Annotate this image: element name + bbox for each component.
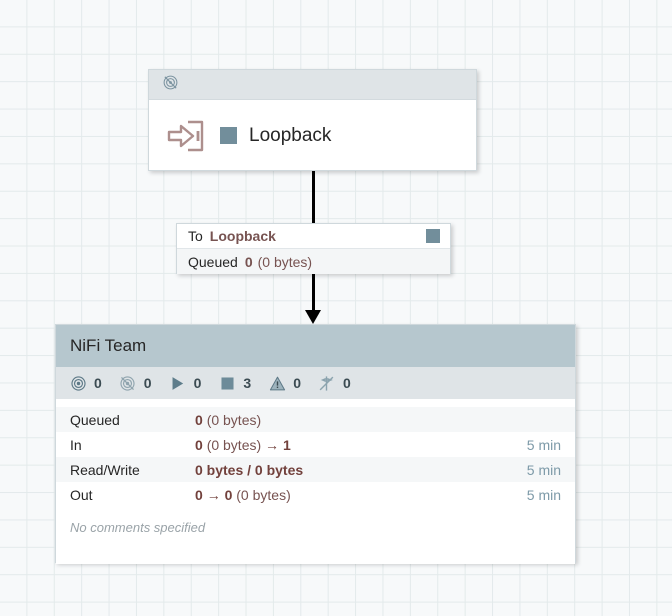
process-group-comments: No comments specified [70,520,206,535]
row-label-queued: Queued [70,411,120,428]
row-value-out-count: 0 [195,486,203,503]
row-value-out-size: (0 bytes) [236,486,291,503]
row-value-queued: 0 (0 bytes) [195,412,561,428]
row-label-out: Out [70,486,93,503]
row-value-read-write-bytes: 0 bytes / 0 bytes [195,461,304,478]
row-value-out-count2: 0 [224,486,233,503]
row-time-read-write: 5 min [526,461,561,478]
connection-queued-size: (0 bytes) [257,253,313,270]
row-value-in-size: (0 bytes) [206,436,262,453]
not-transmitting-icon [119,374,137,392]
connection-queued-label: Queued [188,253,238,270]
stat-transmitting[interactable]: 0 [69,374,102,392]
row-value-queued-size: (0 bytes) [206,411,262,428]
connection-to-label: To [188,228,203,244]
row-value-in-arrow: → [265,436,280,453]
stopped-square-icon [220,127,237,144]
connection-destination-name: Loopback [209,228,276,244]
connection-queued-count: 0 [244,253,253,270]
row-label-read-write: Read/Write [70,461,140,478]
process-group-header: NiFi Team [56,325,575,367]
table-row: Queued 0 (0 bytes) [56,407,575,432]
process-group-nifi-team[interactable]: NiFi Team 0 [55,324,576,564]
stat-stopped-count: 3 [243,375,252,391]
running-play-icon [169,374,187,392]
table-row: Read/Write 0 bytes / 0 bytes 5 min [56,457,575,482]
stat-stopped[interactable]: 3 [218,374,251,392]
disabled-icon [318,374,336,392]
row-value-in-count2: 1 [282,436,291,453]
input-port-icon [161,115,209,157]
connection-queued-row: Queued 0 (0 bytes) [177,249,450,274]
connection-line-lower[interactable] [312,254,315,312]
stopped-square-icon [426,229,440,243]
input-port-loopback[interactable]: Loopback [148,69,477,171]
row-value-in: 0 (0 bytes) → 1 [195,437,527,453]
row-value-out: 0 → 0 (0 bytes) [195,487,527,503]
stat-not-transmitting[interactable]: 0 [119,374,152,392]
connection-destination-row: To Loopback [177,224,450,249]
connection-label[interactable]: To Loopback Queued 0 (0 bytes) [176,223,451,274]
stat-running-count: 0 [193,375,202,391]
stat-disabled-count: 0 [342,375,351,391]
not-transmitting-icon[interactable] [162,74,179,96]
stat-invalid-count: 0 [293,375,301,391]
row-time-in: 5 min [526,436,561,453]
connection-line-upper[interactable] [312,171,315,223]
transmitting-icon [69,374,87,392]
invalid-warning-icon [268,374,286,392]
row-value-in-count: 0 [195,436,203,453]
process-group-status-bar: 0 0 [56,367,575,399]
table-row: Out 0 → 0 (0 bytes) 5 min [56,482,575,507]
input-port-header [149,70,476,100]
stat-transmitting-count: 0 [94,375,102,391]
input-port-body: Loopback [149,100,476,171]
connection-arrowhead-icon [305,310,321,324]
row-value-queued-count: 0 [195,411,203,428]
stat-not-transmitting-count: 0 [143,375,152,391]
stat-disabled[interactable]: 0 [318,374,351,392]
row-value-read-write: 0 bytes / 0 bytes [195,462,527,478]
table-row: In 0 (0 bytes) → 1 5 min [56,432,575,457]
stopped-square-icon [218,374,236,392]
row-value-out-arrow: → [206,486,221,503]
process-group-title: NiFi Team [70,336,147,355]
stat-running[interactable]: 0 [169,374,202,392]
stat-invalid[interactable]: 0 [268,374,301,392]
input-port-name: Loopback [249,124,332,146]
process-group-stats-table: Queued 0 (0 bytes) In 0 (0 bytes) → 1 5 … [56,399,575,564]
row-label-in: In [70,436,82,453]
row-time-out: 5 min [526,486,561,503]
